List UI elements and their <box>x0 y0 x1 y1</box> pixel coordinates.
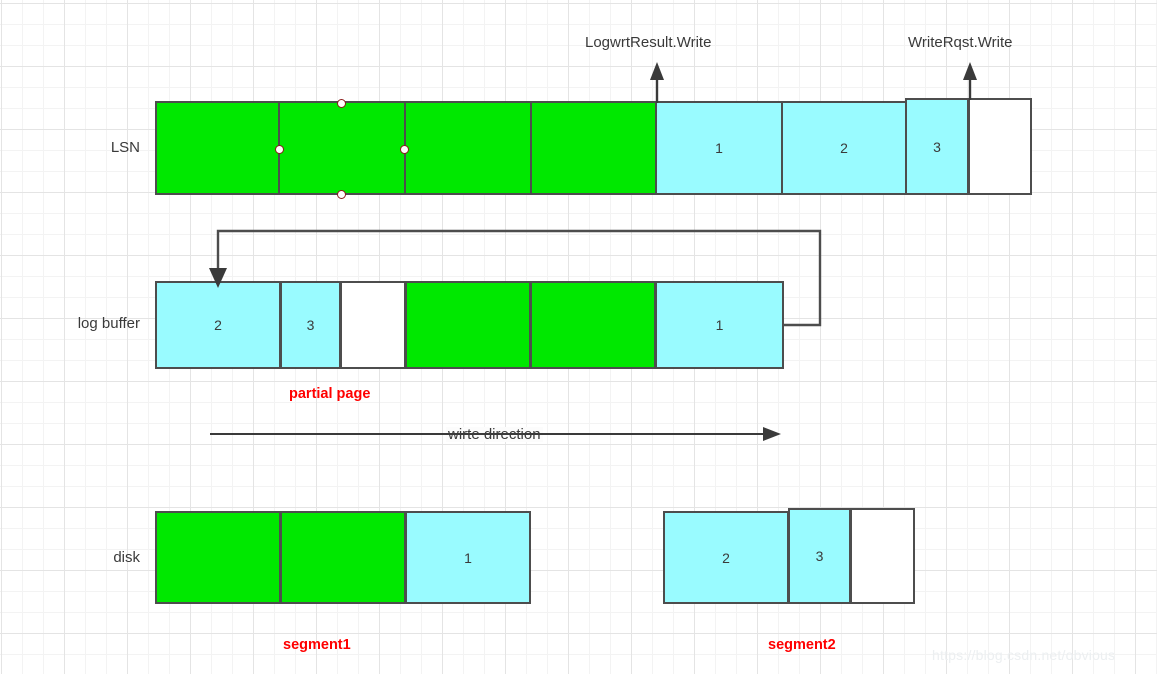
label-segment1: segment1 <box>283 637 351 653</box>
lsn-cell-2[interactable] <box>404 101 532 195</box>
logbuffer-cell-2[interactable] <box>340 281 406 369</box>
lsn-cell-4[interactable]: 1 <box>655 101 783 195</box>
logbuffer-cell-3[interactable] <box>405 281 531 369</box>
arrow-write-rqst <box>963 62 977 100</box>
disk-seg1-cell-2[interactable]: 1 <box>405 511 531 604</box>
arrow-logwrt-result <box>650 62 664 103</box>
lsn-cell-5-label: 2 <box>840 140 848 156</box>
logbuffer-cell-1[interactable]: 3 <box>280 281 341 369</box>
lsn-cell-7[interactable] <box>968 98 1032 195</box>
label-partial-page: partial page <box>289 386 371 402</box>
label-logwrt-result-write: LogwrtResult.Write <box>585 34 712 51</box>
lsn-cell-0[interactable] <box>155 101 280 195</box>
disk-seg2-cell-0[interactable]: 2 <box>663 511 789 604</box>
logbuffer-cell-0[interactable]: 2 <box>155 281 281 369</box>
row-label-lsn: LSN <box>110 139 140 156</box>
label-write-rqst-write: WriteRqst.Write <box>908 34 1013 51</box>
row-label-disk: disk <box>113 549 140 566</box>
logbuffer-cell-4[interactable] <box>530 281 656 369</box>
disk-seg2-cell-1[interactable]: 3 <box>788 508 851 604</box>
logbuffer-cell-5-label: 1 <box>715 317 724 333</box>
label-write-direction: wirte direction <box>446 426 543 443</box>
disk-seg2-cell-0-label: 2 <box>722 549 730 566</box>
logbuffer-cell-0-label: 2 <box>214 317 222 333</box>
watermark: https://blog.csdn.net/obvious <box>932 647 1116 663</box>
lsn-cell-5[interactable]: 2 <box>781 101 907 195</box>
lsn-cell-3[interactable] <box>530 101 657 195</box>
selection-handle-right[interactable] <box>400 145 409 154</box>
disk-seg2-cell-1-label: 3 <box>815 548 824 564</box>
disk-seg1-cell-0[interactable] <box>155 511 281 604</box>
lsn-cell-6[interactable]: 3 <box>905 98 969 195</box>
lsn-cell-6-label: 3 <box>933 138 941 155</box>
selection-handle-bottom[interactable] <box>337 190 346 199</box>
logbuffer-cell-1-label: 3 <box>306 317 315 333</box>
disk-seg1-cell-1[interactable] <box>280 511 406 604</box>
selection-handle-left[interactable] <box>275 145 284 154</box>
selection-handle-top[interactable] <box>337 99 346 108</box>
lsn-cell-4-label: 1 <box>715 140 723 156</box>
logbuffer-cell-5[interactable]: 1 <box>655 281 784 369</box>
disk-seg2-cell-2[interactable] <box>850 508 915 604</box>
row-label-log-buffer: log buffer <box>77 315 140 332</box>
label-segment2: segment2 <box>768 637 836 653</box>
lsn-cell-1[interactable] <box>278 101 406 195</box>
disk-seg1-cell-2-label: 1 <box>464 549 472 566</box>
